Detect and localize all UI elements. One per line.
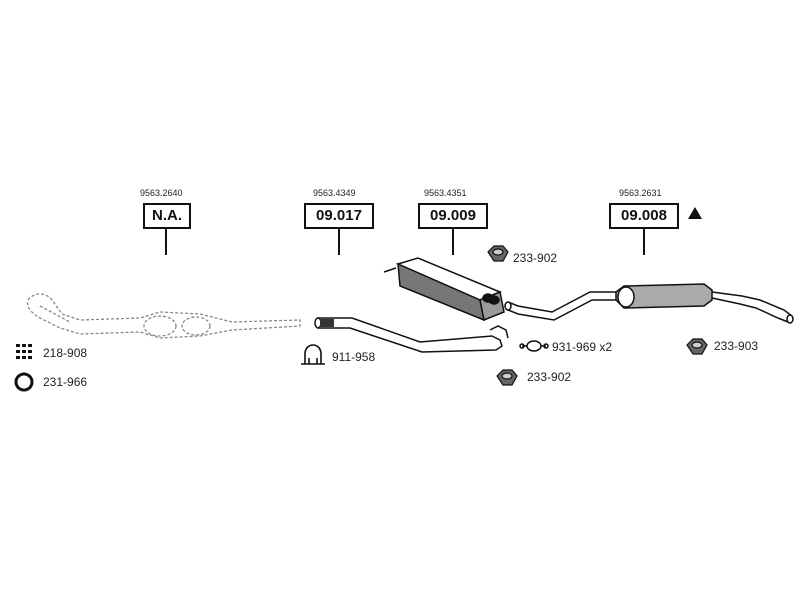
- ring-gasket-icon: [14, 372, 34, 392]
- gasket-set-icon: [16, 344, 32, 359]
- leader-line-2: [338, 229, 340, 255]
- rubber-mount-top-ref[interactable]: 233-902: [513, 251, 558, 265]
- hanger-ref[interactable]: 931-969 x2: [552, 340, 613, 354]
- code-box-4[interactable]: 09.008: [609, 203, 679, 229]
- leader-line-1: [165, 229, 167, 255]
- rubber-mount-icon: [487, 245, 708, 386]
- warning-triangle-icon: [688, 207, 702, 219]
- front-pipe-outline: [26, 293, 301, 339]
- clamp-ref[interactable]: 911-958: [332, 350, 376, 364]
- part-number-1: 9563.2640: [140, 188, 183, 198]
- rear-silencer-assembly: [504, 283, 794, 324]
- rubber-mount-bottom-ref[interactable]: 233-902: [527, 370, 572, 384]
- leader-line-4: [643, 229, 645, 255]
- rubber-mount-right-ref[interactable]: 233-903: [714, 339, 759, 353]
- code-box-3[interactable]: 09.009: [418, 203, 488, 229]
- code-box-2[interactable]: 09.017: [304, 203, 374, 229]
- part-number-4: 9563.2631: [619, 188, 662, 198]
- clamp-icon: [301, 344, 325, 365]
- part-number-3: 9563.4351: [424, 188, 467, 198]
- part-number-2: 9563.4349: [313, 188, 356, 198]
- code-box-1[interactable]: N.A.: [143, 203, 191, 229]
- leader-line-3: [452, 229, 454, 255]
- gasket-set-ref[interactable]: 218-908: [43, 346, 88, 360]
- hanger-icon: [519, 340, 549, 352]
- center-silencer: [383, 257, 505, 322]
- ring-gasket-ref[interactable]: 231-966: [43, 375, 88, 389]
- intermediate-pipe: [314, 317, 509, 353]
